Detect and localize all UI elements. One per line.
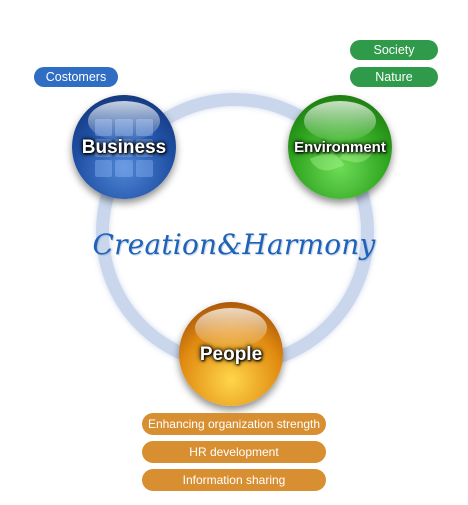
organization-strength-tag: Enhancing organization strength <box>142 413 326 435</box>
people-orb: People <box>179 302 283 406</box>
environment-label: Environment <box>294 139 386 156</box>
nature-tag: Nature <box>350 67 438 87</box>
environment-orb: Environment <box>288 95 392 199</box>
orb-highlight <box>195 308 267 348</box>
society-tag: Society <box>350 40 438 60</box>
slogan-text: Creation&Harmony <box>92 228 376 261</box>
business-label: Business <box>81 137 167 158</box>
business-orb: Business <box>72 95 176 199</box>
orb-highlight <box>304 101 376 141</box>
customers-tag: Costomers <box>34 67 118 87</box>
orb-highlight <box>88 101 160 141</box>
people-label: People <box>199 344 263 365</box>
information-sharing-tag: Information sharing <box>142 469 326 491</box>
hr-development-tag: HR development <box>142 441 326 463</box>
